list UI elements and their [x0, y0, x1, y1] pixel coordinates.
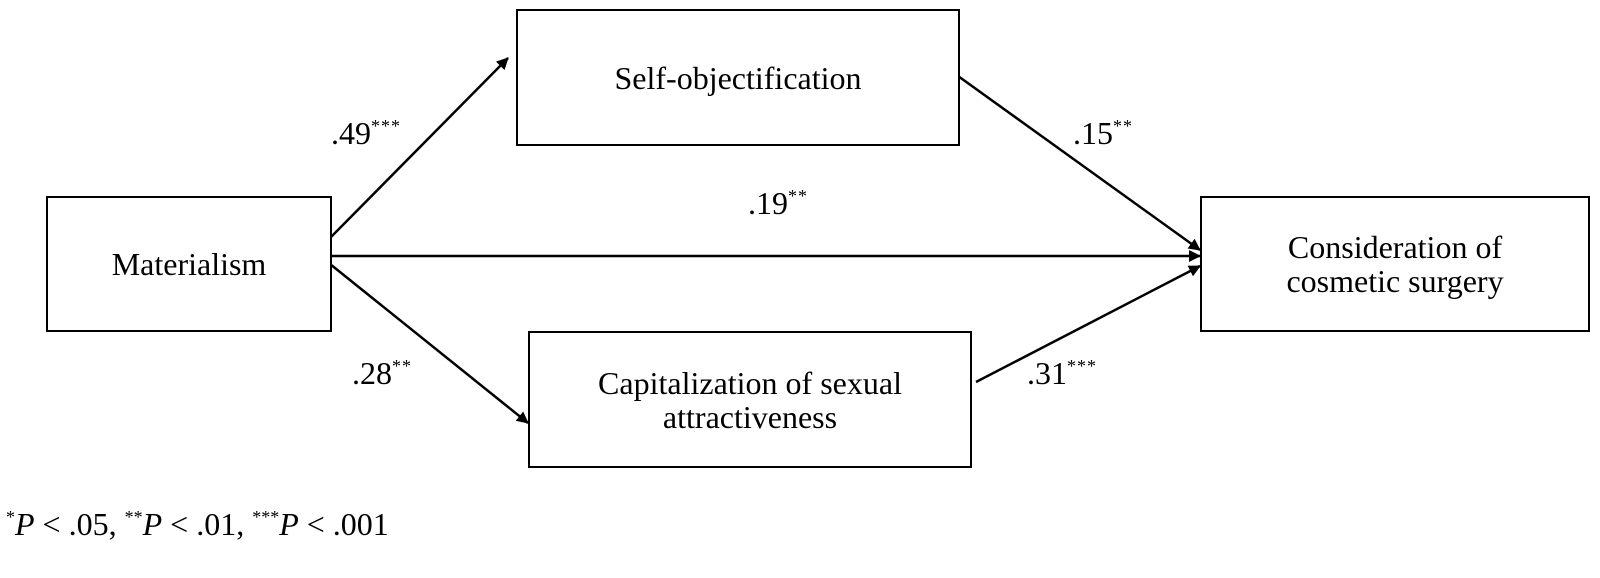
arrow-capitalization-to-consideration: [975, 264, 1201, 384]
coef-capitalization-to-consideration: .31***: [1027, 357, 1097, 389]
significance-stars: ***: [1067, 356, 1097, 376]
footnote-threshold-3: < .001: [298, 506, 389, 542]
coef-self-objectification-to-consideration: .15**: [1073, 117, 1133, 149]
node-capitalization-label: Capitalization of sexual attractiveness: [598, 364, 902, 435]
footnote-stars-2: **: [124, 507, 143, 527]
footnote-threshold-2: < .01,: [162, 506, 253, 542]
footnote-p-2: P: [142, 506, 163, 542]
coef-materialism-to-self-objectification: .49***: [331, 117, 401, 149]
coef-value: .28: [352, 355, 392, 391]
node-self-objectification: Self-objectification: [516, 9, 960, 146]
coef-value: .31: [1027, 355, 1067, 391]
arrow-self-objectification-to-consideration: [957, 74, 1201, 252]
footnote-stars-3: ***: [252, 507, 280, 527]
footnote-p-1: P: [15, 506, 35, 542]
coef-value: .15: [1073, 115, 1113, 151]
footnote-threshold-1: < .05,: [34, 506, 125, 542]
coef-materialism-to-capitalization: .28**: [352, 357, 412, 389]
significance-stars: **: [392, 356, 412, 376]
arrow-materialism-to-capitalization: [329, 263, 529, 424]
coef-value: .19: [748, 185, 788, 221]
node-consideration: Consideration of cosmetic surgery: [1200, 196, 1590, 332]
footnote-p-3: P: [279, 506, 299, 542]
significance-stars: ***: [371, 116, 401, 136]
coef-value: .49: [331, 115, 371, 151]
node-capitalization: Capitalization of sexual attractiveness: [528, 331, 972, 468]
node-materialism-label: Materialism: [111, 246, 267, 282]
significance-footnote: *P < .05, **P < .01, ***P < .001: [6, 508, 389, 540]
coef-materialism-to-consideration: .19**: [748, 187, 808, 219]
footnote-stars-1: *: [6, 507, 15, 527]
significance-stars: **: [788, 186, 808, 206]
significance-stars: **: [1113, 116, 1133, 136]
arrow-materialism-to-self-objectification: [329, 57, 509, 239]
node-consideration-label: Consideration of cosmetic surgery: [1286, 229, 1504, 299]
node-self-objectification-label: Self-objectification: [614, 59, 862, 96]
node-materialism: Materialism: [46, 196, 332, 332]
